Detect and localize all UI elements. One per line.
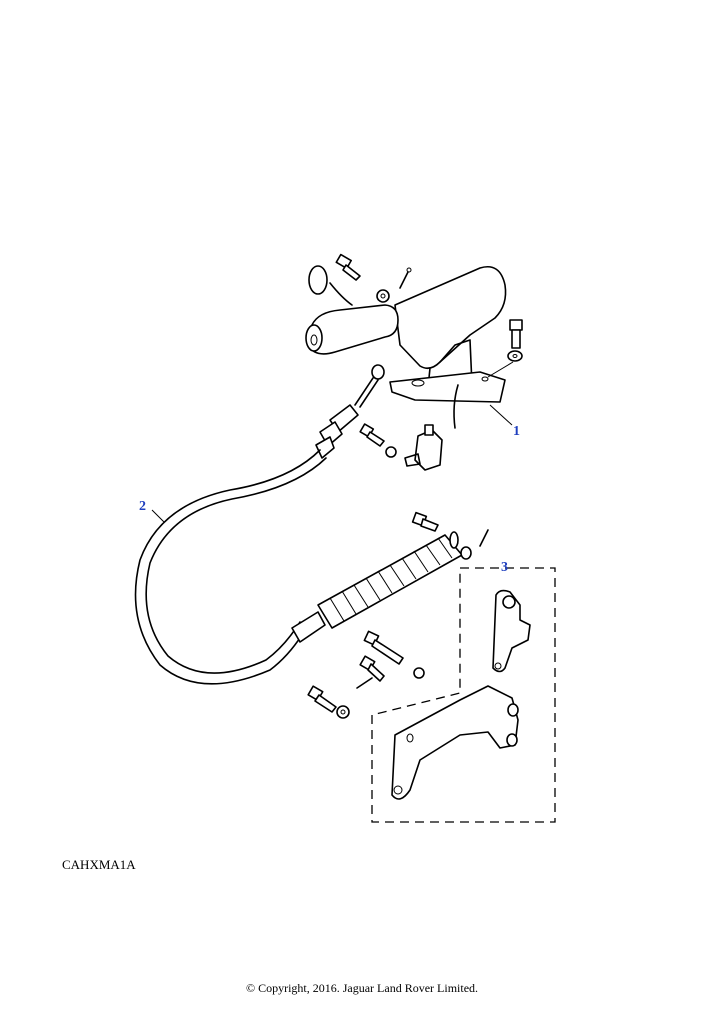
split-pin-icon (479, 529, 489, 547)
callout-2: 2 (139, 499, 146, 514)
bolt-icon (307, 685, 337, 713)
bolt-icon (411, 511, 439, 532)
leader-line-2 (151, 509, 165, 523)
bolt-icon (359, 423, 385, 447)
washer-icon (336, 705, 350, 719)
bolt-icon (509, 319, 523, 349)
split-pin-icon (356, 677, 373, 689)
bolt-icon (363, 630, 404, 665)
handbrake-lever-assembly (305, 266, 507, 429)
copyright-notice: © Copyright, 2016. Jaguar Land Rover Lim… (245, 981, 479, 995)
washer-icon (507, 350, 523, 362)
callout-1: 1 (513, 424, 520, 439)
bolt-icon (335, 253, 361, 281)
split-pin-icon (399, 271, 409, 289)
washer-icon (376, 289, 390, 303)
cable-assembly (134, 364, 472, 685)
bracket-assembly (391, 589, 531, 800)
washer-icon (413, 667, 425, 679)
bracket-group-outline (371, 567, 556, 823)
washer-icon (385, 446, 397, 458)
switch-icon (404, 424, 443, 471)
seal-icon (308, 265, 328, 295)
bolt-icon (359, 655, 385, 682)
callout-3: 3 (501, 560, 508, 575)
leader-line-1 (489, 404, 513, 426)
diagram-code: CAHXMA1A (62, 857, 136, 872)
